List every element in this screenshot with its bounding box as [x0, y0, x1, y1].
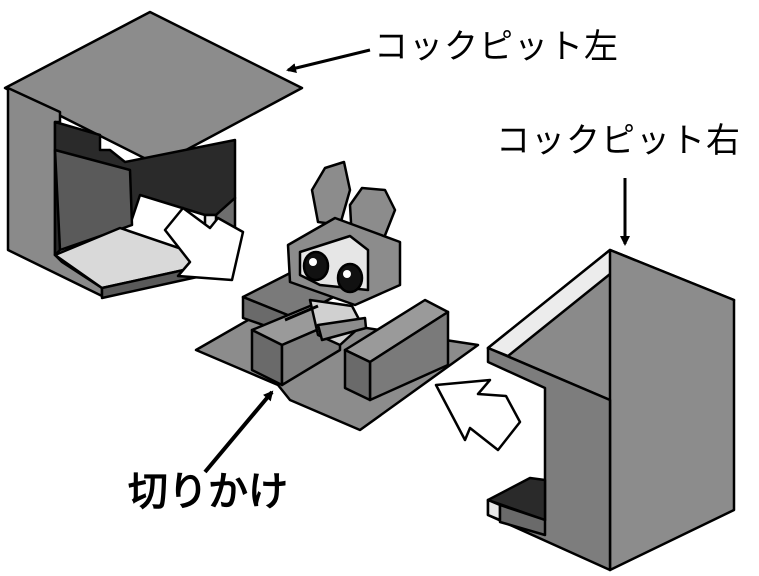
cockpit-right-piece	[486, 248, 736, 572]
label-cockpit-right: コックピット右	[496, 121, 741, 161]
callout-arrow-notch	[203, 390, 274, 474]
cockpit-left-piece	[3, 10, 304, 300]
robot-pilot	[284, 160, 402, 347]
label-notch: 切りかけ	[128, 469, 288, 515]
label-cockpit-left: コックピット左	[374, 27, 619, 67]
insert-arrow-right	[434, 378, 522, 452]
callout-arrow-cockpit-left	[286, 48, 371, 73]
insert-arrow-left	[163, 206, 245, 282]
